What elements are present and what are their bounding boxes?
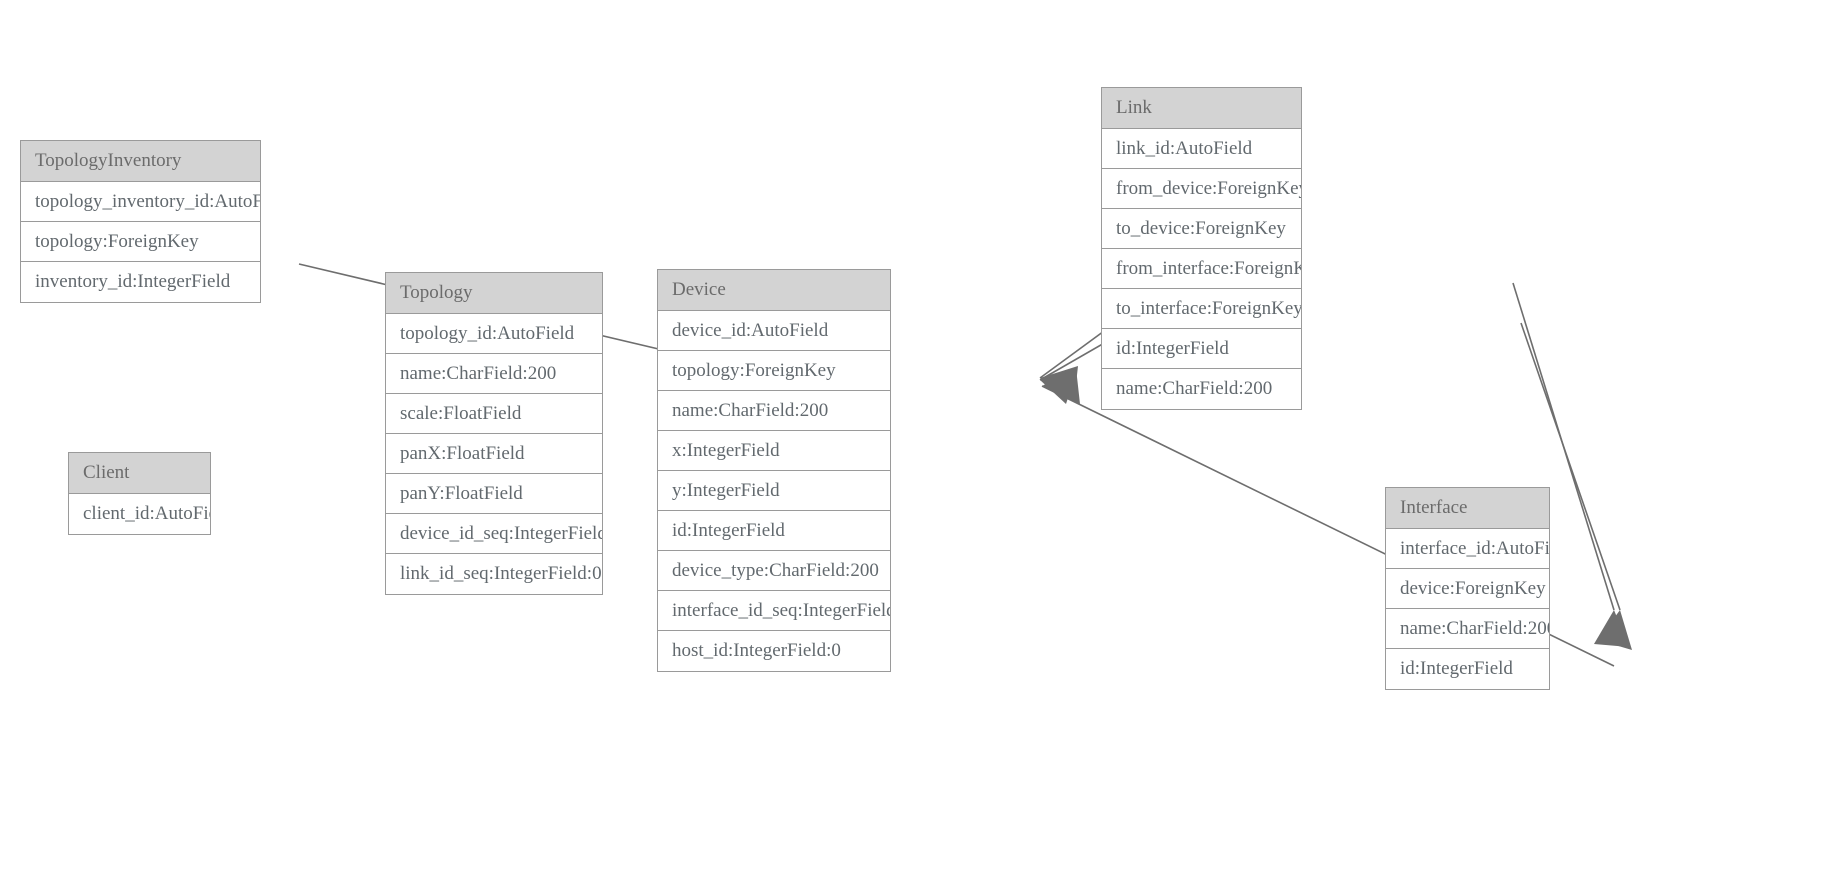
entity-field-row: device_id:AutoField [658, 311, 890, 351]
entity-link[interactable]: Link link_id:AutoField from_device:Forei… [1101, 87, 1302, 410]
entity-field-row: topology_inventory_id:AutoField [21, 182, 260, 222]
entity-field-row: panY:FloatField [386, 474, 602, 514]
entity-field-row: to_device:ForeignKey [1102, 209, 1301, 249]
entity-topology-inventory[interactable]: TopologyInventory topology_inventory_id:… [20, 140, 261, 303]
entity-field-row: id:IntegerField [658, 511, 890, 551]
entity-field-row: name:CharField:200 [1386, 609, 1549, 649]
entity-field-row: name:CharField:200 [386, 354, 602, 394]
arrowhead-interface-top-2 [1598, 610, 1632, 650]
entity-title: Interface [1386, 488, 1549, 529]
arrowhead-device-from-link-2 [1040, 370, 1077, 404]
entity-title: Link [1102, 88, 1301, 129]
entity-field-row: interface_id:AutoField [1386, 529, 1549, 569]
entity-field-row: panX:FloatField [386, 434, 602, 474]
entity-field-row: device_id_seq:IntegerField:0 [386, 514, 602, 554]
entity-field-row: device:ForeignKey [1386, 569, 1549, 609]
entity-title: Topology [386, 273, 602, 314]
arrowhead-device-from-interface [1042, 368, 1080, 404]
entity-field-row: y:IntegerField [658, 471, 890, 511]
entity-field-row: from_device:ForeignKey [1102, 169, 1301, 209]
entity-field-row: scale:FloatField [386, 394, 602, 434]
entity-field-row: id:IntegerField [1400, 658, 1513, 679]
entity-topology[interactable]: Topology topology_id:AutoField name:Char… [385, 272, 603, 595]
entity-field-row: topology:ForeignKey [658, 351, 890, 391]
entity-field-row: interface_id_seq:IntegerField:0 [658, 591, 890, 631]
entity-interface[interactable]: Interface interface_id:AutoField device:… [1385, 487, 1550, 690]
entity-field-row: topology_id:AutoField [386, 314, 602, 354]
entity-field-row: client_id:AutoField [83, 503, 210, 524]
entity-field-row: inventory_id:IntegerField [35, 271, 231, 292]
entity-device[interactable]: Device device_id:AutoField topology:Fore… [657, 269, 891, 672]
entity-field-row: link_id:AutoField [1102, 129, 1301, 169]
entity-field-row: from_interface:ForeignKey [1102, 249, 1301, 289]
entity-title: TopologyInventory [21, 141, 260, 182]
entity-field-row: name:CharField:200 [658, 391, 890, 431]
arrowhead-device-from-link [1040, 366, 1078, 402]
entity-field-row: device_type:CharField:200 [658, 551, 890, 591]
arrowhead-interface-top [1594, 610, 1629, 647]
entity-field-row: host_id:IntegerField:0 [672, 640, 841, 661]
entity-title: Device [658, 270, 890, 311]
entity-field-row: link_id_seq:IntegerField:0 [400, 563, 602, 584]
entity-field-row: to_interface:ForeignKey [1102, 289, 1301, 329]
entity-field-row: topology:ForeignKey [21, 222, 260, 262]
entity-field-row: id:IntegerField [1102, 329, 1301, 369]
entity-client[interactable]: Client client_id:AutoField [68, 452, 211, 535]
entity-title: Client [69, 453, 210, 494]
entity-field-row: name:CharField:200 [1116, 378, 1273, 399]
entity-field-row: x:IntegerField [658, 431, 890, 471]
